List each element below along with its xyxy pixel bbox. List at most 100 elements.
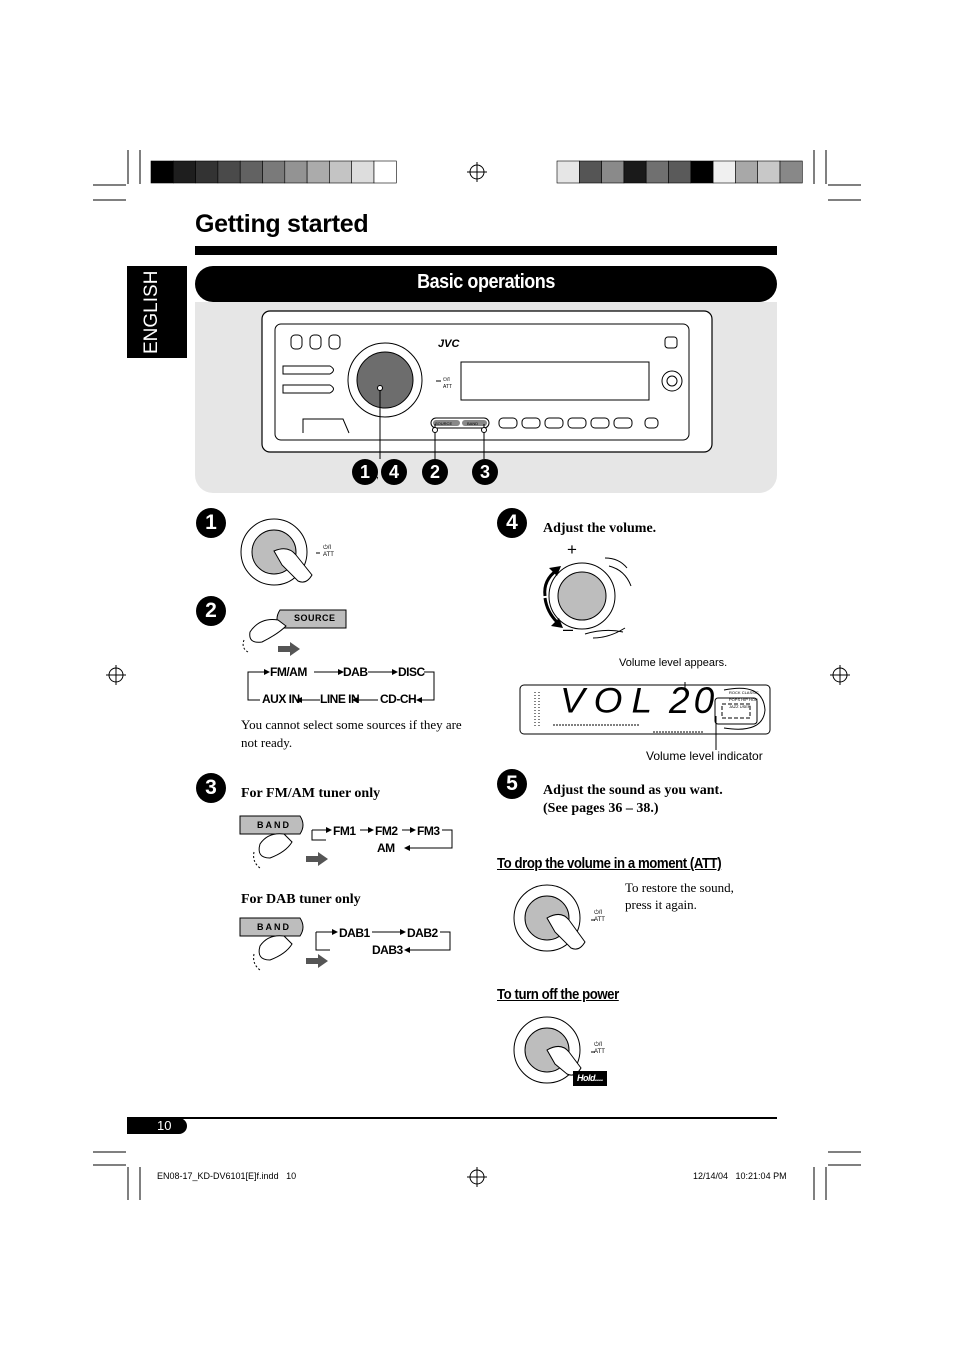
power-section-title: To turn off the power [497,986,619,1003]
power-knob-label: ATT [594,1049,605,1055]
source-aux-in: AUX IN [262,692,300,706]
step-3-fm-band-label: BAND [257,820,291,830]
step-4-heading: Adjust the volume. [543,521,657,536]
color-patch [306,160,330,184]
step-1-number: 1 [196,508,226,538]
band-button-label: BAND [467,421,478,426]
step-3-fm-band-illustration [239,815,328,869]
step-2-source-cycle [247,669,435,703]
band-fm2: FM2 [375,824,398,838]
source-line-in: LINE IN [320,692,360,706]
att-symbol: ⏻/I ATT [594,910,605,924]
section-title: Basic operations [417,271,555,293]
eq-rock: ROCK [729,690,741,695]
eq-jazz: JAZZ [729,704,739,709]
color-patch [690,160,714,184]
section-banner: Basic operations [195,266,777,302]
callout-2: 2 [422,459,448,485]
step-5-number: 5 [497,769,527,799]
step-3-number: 3 [196,773,226,803]
band-dab1: DAB1 [339,926,370,940]
att-power-symbol: ⏻/I [594,910,603,916]
att-note: To restore the sound, press it again. [625,879,734,913]
callout-3: 3 [472,459,498,485]
band-am: AM [377,841,395,855]
power-power-symbol: ⏻/I [594,1042,603,1048]
band-fm3: FM3 [417,824,440,838]
att-note-line2: press it again. [625,897,697,912]
display-volume-value: 20 [669,680,719,721]
footer-timestamp: 12/14/04 10:21:04 PM [693,1171,787,1181]
att-knob-label: ATT [594,917,605,923]
hold-badge: Hold.... [573,1071,607,1086]
color-patch [217,160,241,184]
step-3-dab-heading: For DAB tuner only [241,892,361,907]
step-3-dab-cycle [315,929,451,953]
band-dab3: DAB3 [372,943,403,957]
source-cd-ch: CD-CH [380,692,417,706]
source-button-label: SOURCE [435,421,452,426]
step-2-source-illustration [242,609,347,656]
color-patch [239,160,263,184]
color-patch [329,160,352,184]
car-stereo-illustration: JVC ⏻/I ATT SOURCE BAND [261,310,713,459]
step-3-dab-band-illustration [239,917,328,971]
volume-plus: + [567,540,577,559]
callout-1: 1 [352,459,378,485]
step-2-source-label: SOURCE [294,613,336,623]
page-number-tab: 10 [127,1118,187,1134]
color-patch [150,160,174,184]
step-5-heading-line2: (See pages 36 – 38.) [543,801,659,816]
step-5-heading: Adjust the sound as you want. (See pages… [543,782,723,818]
color-patch [284,160,308,184]
color-patch [779,160,803,184]
step-3-fm-cycle [311,827,453,851]
footer-filename: EN08-17_KD-DV6101[E]f.indd 10 [157,1171,297,1181]
color-patch [668,160,692,184]
eq-user: USER [739,704,751,709]
source-dab: DAB [343,665,368,679]
color-patch [757,160,781,184]
step-4-number: 4 [497,508,527,538]
eq-pops: POPS [729,697,741,702]
att-section-title: To drop the volume in a moment (ATT) [497,855,722,872]
volume-minus: – [563,619,574,639]
volume-appears-label: Volume level appears. [619,657,728,669]
color-patch [645,160,669,184]
page-title: Getting started [195,210,369,238]
title-rule [195,246,777,255]
att-note-line1: To restore the sound, [625,880,734,895]
step-1-att-label: ATT [323,552,334,558]
eq-classic: CLASSIC [741,690,759,695]
language-label: ENGLISH [141,270,162,354]
step-1-symbol: ⏻/I ATT [323,545,334,559]
display-vol-text: VOL [560,681,662,720]
band-fm1: FM1 [333,824,356,838]
power-symbol: ⏻/I ATT [594,1042,605,1056]
color-patch [173,160,196,184]
registration-mark-top [467,162,487,182]
color-patch [556,160,580,184]
volume-indicator-label: Volume level indicator [646,749,763,763]
source-disc: DISC [398,665,425,679]
color-patch [712,160,736,184]
color-patch [623,160,647,184]
color-patch [373,160,397,184]
callout-separator: , [376,470,379,481]
step-1-power-symbol: ⏻/I [323,545,332,551]
att-knob-illustration [513,884,595,952]
volume-display-illustration [519,682,771,750]
eq-mode-labels: ROCK CLASSIC POPS HIP HOP JAZZ USER [729,689,765,710]
brand-logo: JVC [438,338,460,350]
step-3-dab-band-label: BAND [257,922,291,932]
color-patch [262,160,286,184]
page-number: 10 [157,1118,172,1133]
power-symbol-label: ⏻/I [443,377,450,383]
color-patch [195,160,219,184]
band-dab2: DAB2 [407,926,438,940]
step-1-knob-illustration [240,518,320,586]
footer-rule [127,1117,777,1119]
eq-hiphop: HIP HOP [741,697,758,702]
source-fm-am: FM/AM [270,665,307,679]
